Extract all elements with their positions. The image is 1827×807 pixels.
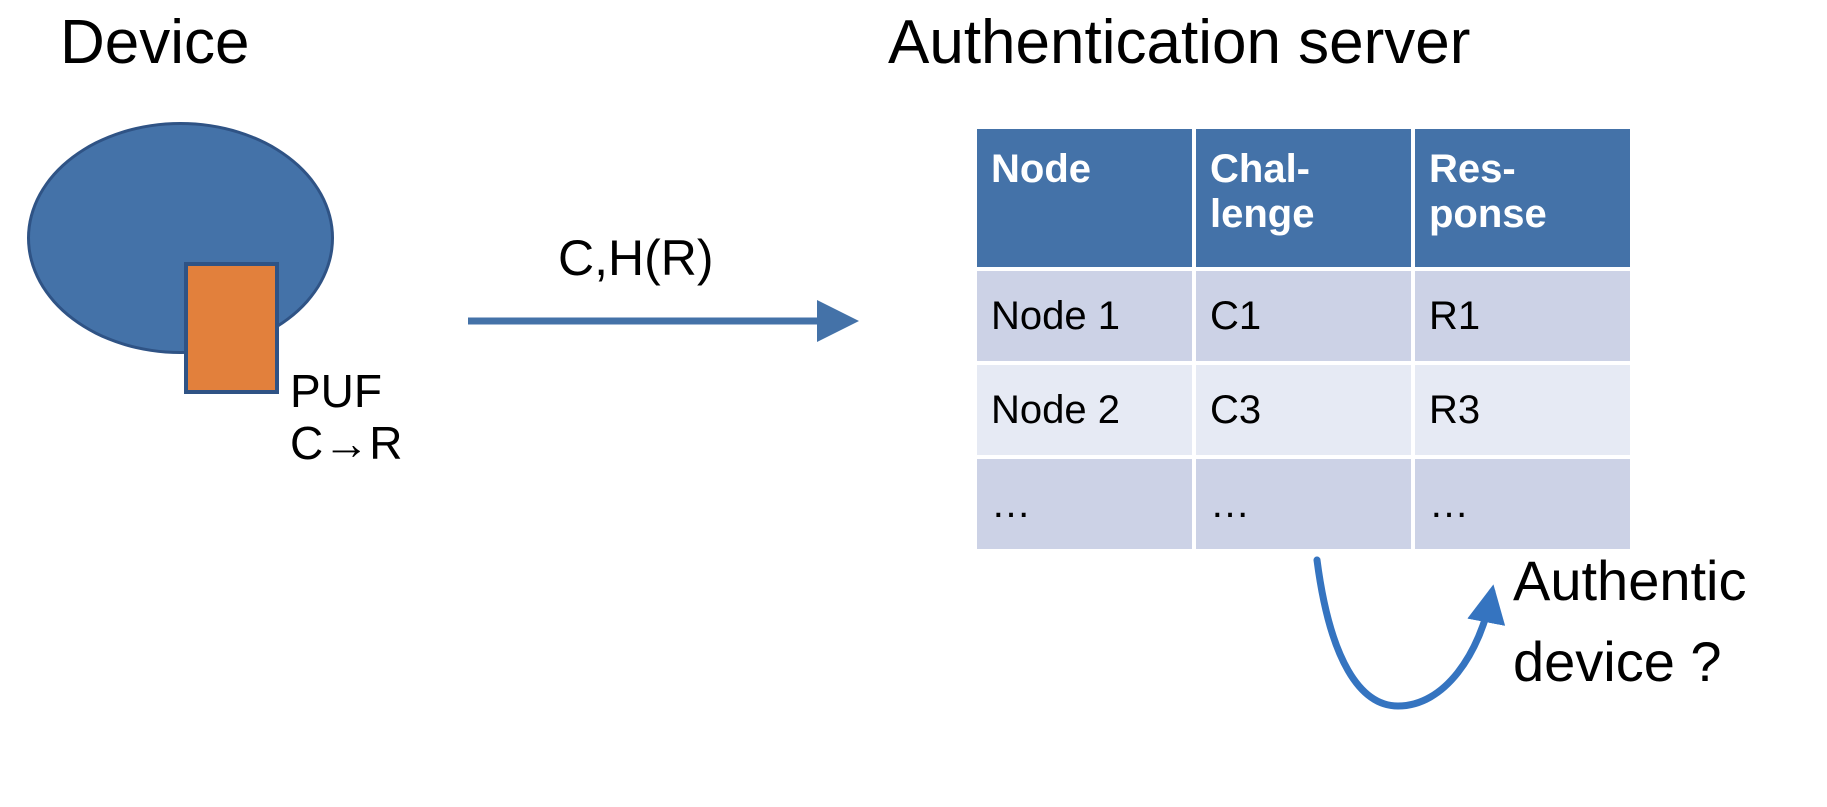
column-header-node[interactable]: Node	[977, 129, 1192, 267]
column-header-challenge[interactable]: Chal- lenge	[1196, 129, 1411, 267]
challenge-response-table: Node Chal- lenge Res- ponse Node 1 C1 R1…	[973, 125, 1634, 553]
device-ellipse-shape	[27, 122, 334, 354]
column-header-challenge-line-2: lenge	[1210, 191, 1315, 236]
table-row[interactable]: Node 1 C1 R1	[977, 271, 1630, 361]
cell-response: R3	[1415, 365, 1630, 455]
puf-label: PUF	[290, 365, 382, 417]
device-title: Device	[60, 8, 250, 77]
challenge-to-response-label: C→R	[290, 417, 403, 469]
authentic-device-question: Authentic device ?	[1513, 540, 1747, 702]
cell-challenge: C1	[1196, 271, 1411, 361]
column-header-response[interactable]: Res- ponse	[1415, 129, 1630, 267]
verification-curve-arrow	[1313, 556, 1506, 710]
cell-node: …	[977, 459, 1192, 549]
authentication-server-title: Authentication server	[888, 8, 1471, 77]
cell-response: …	[1415, 459, 1630, 549]
cell-challenge: …	[1196, 459, 1411, 549]
puf-rectangle-shape	[184, 262, 279, 394]
cell-node: Node 2	[977, 365, 1192, 455]
cell-challenge: C3	[1196, 365, 1411, 455]
table-header-row: Node Chal- lenge Res- ponse	[977, 129, 1630, 267]
cell-response: R1	[1415, 271, 1630, 361]
table-row[interactable]: … … …	[977, 459, 1630, 549]
message-label: C,H(R)	[558, 230, 714, 286]
authentic-device-question-line-2: device ?	[1513, 630, 1722, 694]
column-header-response-line-1: Res-	[1429, 147, 1516, 191]
authentic-device-question-line-1: Authentic	[1513, 549, 1747, 612]
table-row[interactable]: Node 2 C3 R3	[977, 365, 1630, 455]
column-header-challenge-line-1: Chal-	[1210, 147, 1310, 191]
column-header-node-line-1: Node	[991, 147, 1091, 191]
column-header-response-line-2: ponse	[1429, 191, 1547, 236]
cell-node: Node 1	[977, 271, 1192, 361]
